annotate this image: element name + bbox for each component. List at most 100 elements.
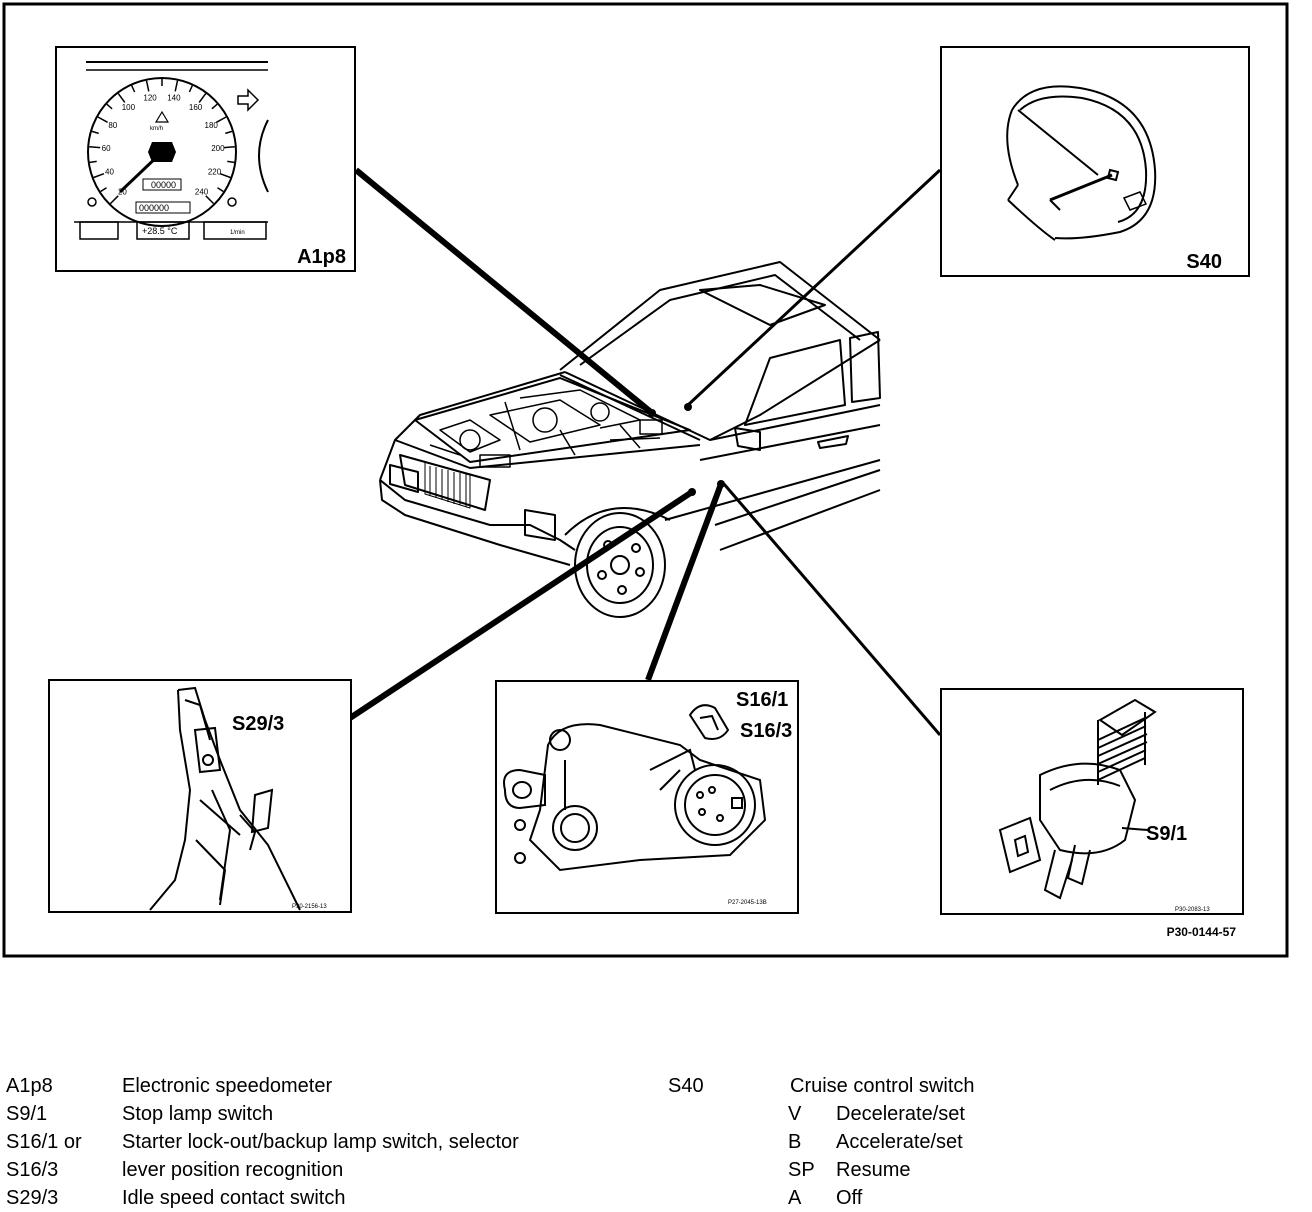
legend-desc: Resume [836, 1159, 911, 1181]
legend-subrow: A Off [668, 1184, 975, 1212]
cruise-control-lever [1049, 173, 1113, 202]
legend-code: A [788, 1187, 802, 1209]
legend-code: A1p8 [6, 1075, 53, 1097]
warning-triangle-icon [154, 110, 170, 123]
speed-scale-label: 220 [208, 168, 222, 177]
legend-desc: Accelerate/set [836, 1131, 963, 1153]
speed-scale-label: 240 [195, 188, 209, 197]
speed-tick [174, 80, 179, 92]
legend-code: S16/1 or [6, 1131, 82, 1153]
speed-tick [145, 80, 150, 92]
callout-a1p8: A1p8 [297, 246, 346, 268]
speed-tick [219, 172, 231, 179]
panel-s40: S40 [940, 46, 1250, 277]
rpm-unit: 1/min [230, 230, 245, 236]
speed-scale-label: 80 [108, 121, 117, 130]
speed-scale-label: 120 [143, 93, 157, 102]
trip-counter: 00000 [151, 180, 176, 190]
legend-code: S29/3 [6, 1187, 59, 1209]
turn-signal-icon [237, 88, 260, 112]
panel-ref-s16: P27-2045-13B [728, 900, 767, 906]
legend-subrow: V Decelerate/set [668, 1100, 975, 1128]
legend-desc: Stop lamp switch [122, 1103, 274, 1125]
speed-tick [225, 130, 233, 135]
callout-s9-1: S9/1 [1146, 823, 1187, 845]
stop-lamp-switch-drawing [998, 698, 1157, 900]
speed-scale-label: 60 [102, 144, 111, 153]
steering-wheel-drawing [1006, 85, 1157, 241]
legend-subrow: SP Resume [668, 1156, 975, 1184]
callout-s29-3: S29/3 [232, 713, 284, 735]
speed-tick [97, 116, 108, 123]
speed-tick [89, 160, 97, 164]
legend-subrow: B Accelerate/set [668, 1128, 975, 1156]
legend-code: S16/3 [6, 1159, 59, 1181]
grille [424, 461, 471, 509]
selector-switch-drawing [503, 704, 767, 872]
speed-tick [100, 187, 107, 193]
legend-code: V [788, 1103, 802, 1125]
legend-row: S40 Cruise control switch [668, 1072, 975, 1100]
speed-tick [216, 116, 227, 123]
legend-desc: Idle speed contact switch [122, 1187, 346, 1209]
speed-unit: km/h [150, 126, 163, 132]
panel-ref-s29-3: P30-2156-13 [292, 904, 327, 910]
legend-right: S40 Cruise control switch V Decelerate/set… [668, 1072, 975, 1212]
leader-s16 [645, 482, 724, 682]
speed-scale-label: 100 [122, 103, 136, 112]
panel-ref-s9-1: P30-2083-13 [1175, 907, 1210, 913]
outside-temp: +28.5 °C [142, 226, 178, 236]
leader-s29-3 [348, 489, 694, 721]
tachometer-edge [258, 119, 269, 193]
speed-tick [211, 103, 218, 110]
speed-tick [223, 146, 235, 149]
leader-s9-1 [722, 483, 942, 736]
speedometer-dial [87, 77, 237, 227]
legend-row: S16/3 lever position recognition [6, 1156, 519, 1184]
needle-hub [148, 142, 176, 162]
speed-scale-label: 200 [211, 144, 225, 153]
connector-face [674, 764, 756, 846]
legend-desc: lever position recognition [122, 1159, 344, 1181]
speed-tick [91, 130, 99, 135]
front-wheel [574, 512, 666, 618]
speed-tick [93, 172, 105, 179]
speed-tick [106, 103, 113, 110]
speed-tick [188, 85, 193, 93]
callout-s40: S40 [1186, 251, 1222, 273]
callout-s16-1: S16/1 [736, 689, 788, 711]
idle-switch-drawing [149, 686, 301, 911]
panel-s16: S16/1 S16/3 P27-2045-13B [495, 680, 799, 914]
diagram-frame [2, 2, 1289, 958]
legend-row: A1p8 Electronic speedometer [6, 1072, 519, 1100]
legend-code: S40 [668, 1075, 704, 1097]
speed-scale-label: 160 [189, 103, 203, 112]
speed-tick [217, 187, 224, 193]
legend-desc: Cruise control switch [790, 1075, 975, 1097]
speed-tick [89, 146, 101, 149]
speed-tick [198, 93, 207, 103]
panel-s29-3: S29/3 P30-2156-13 [48, 679, 352, 913]
speed-scale-label: 40 [105, 168, 114, 177]
legend-code: SP [788, 1159, 815, 1181]
legend-code: B [788, 1131, 802, 1153]
engine-detail [429, 389, 663, 468]
leader-a1p8 [354, 167, 654, 416]
legend-desc: Off [836, 1187, 863, 1209]
speed-tick [227, 160, 235, 164]
legend-desc: Electronic speedometer [122, 1075, 333, 1097]
speed-tick [131, 85, 136, 93]
car-illustration [379, 261, 881, 618]
speed-tick [117, 93, 126, 103]
legend-desc: Decelerate/set [836, 1103, 965, 1125]
speedometer-ticks [89, 79, 235, 205]
speed-tick [109, 195, 119, 205]
figure-reference: P30-0144-57 [1167, 925, 1237, 939]
panel-s9-1: S9/1 P30-2083-13 [940, 688, 1244, 915]
speed-scale-label: 20 [118, 188, 127, 197]
leader-lines [348, 167, 942, 736]
